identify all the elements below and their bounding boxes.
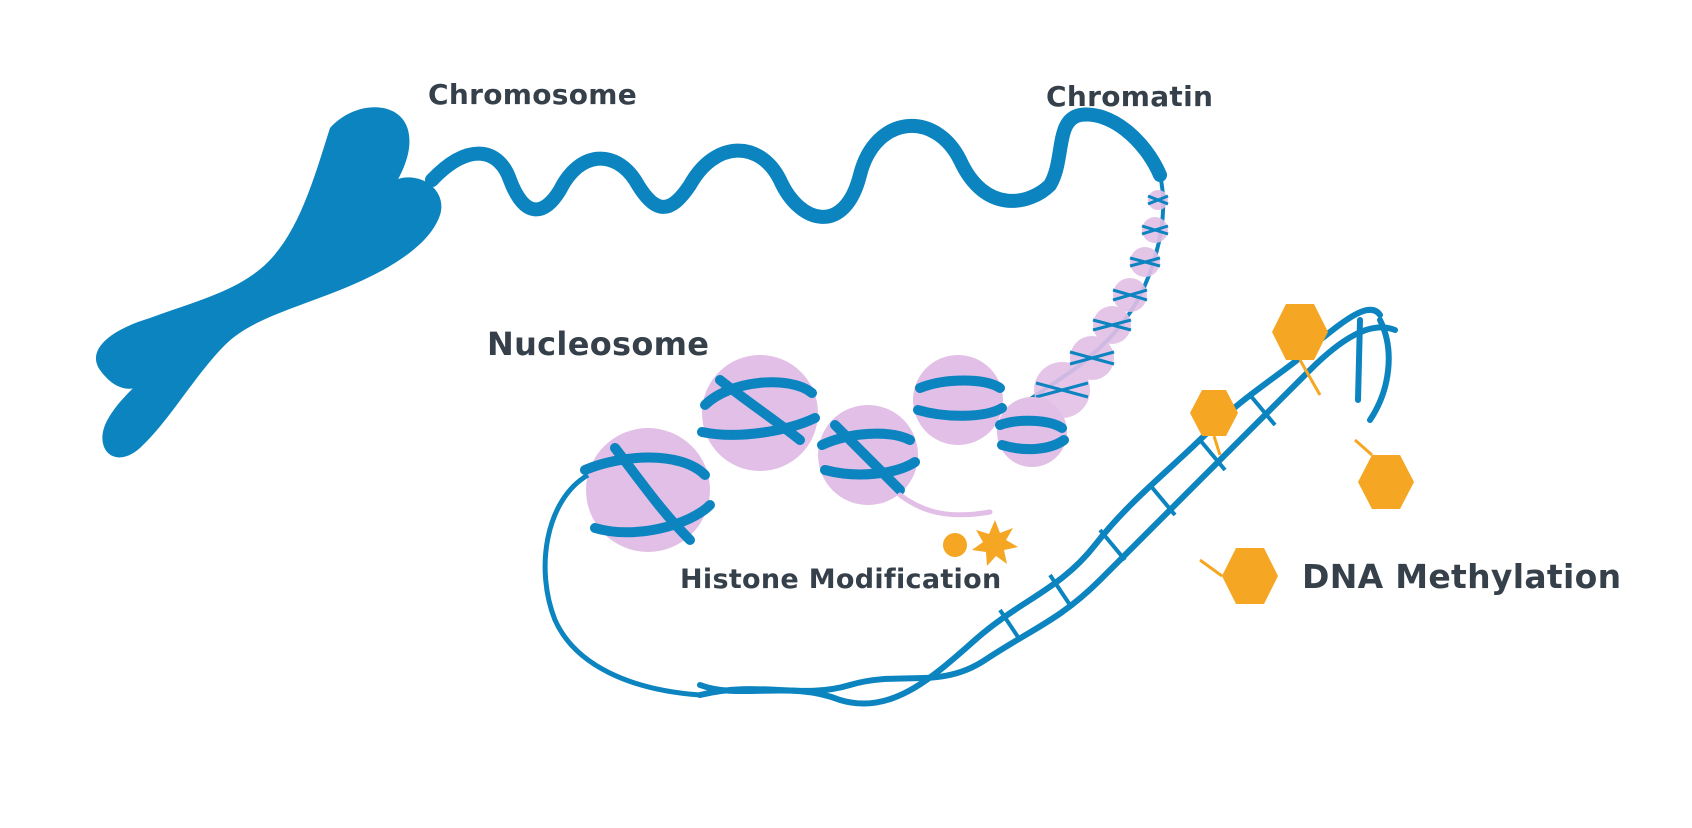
histone-modification-label: Histone Modification xyxy=(680,564,1002,595)
chromatin-fiber xyxy=(425,107,1167,224)
histone-tail xyxy=(897,492,993,518)
methyl-groups xyxy=(1190,304,1414,604)
chromosome-label: Chromosome xyxy=(428,78,638,111)
dna-methylation-label: DNA Methylation xyxy=(1302,557,1622,596)
chromosome-shape xyxy=(95,107,442,458)
histone-modification-marks xyxy=(943,520,1018,566)
methyl-links xyxy=(1199,359,1373,578)
small-nucleosome-wraps xyxy=(1035,194,1169,399)
nucleosome-dna-wraps xyxy=(580,375,1069,545)
dna-rungs xyxy=(998,393,1277,642)
small-nucleosomes xyxy=(1034,190,1168,418)
nucleosome-label: Nucleosome xyxy=(487,325,710,363)
chromatin-label: Chromatin xyxy=(1046,80,1214,113)
linker-dna xyxy=(542,472,701,698)
